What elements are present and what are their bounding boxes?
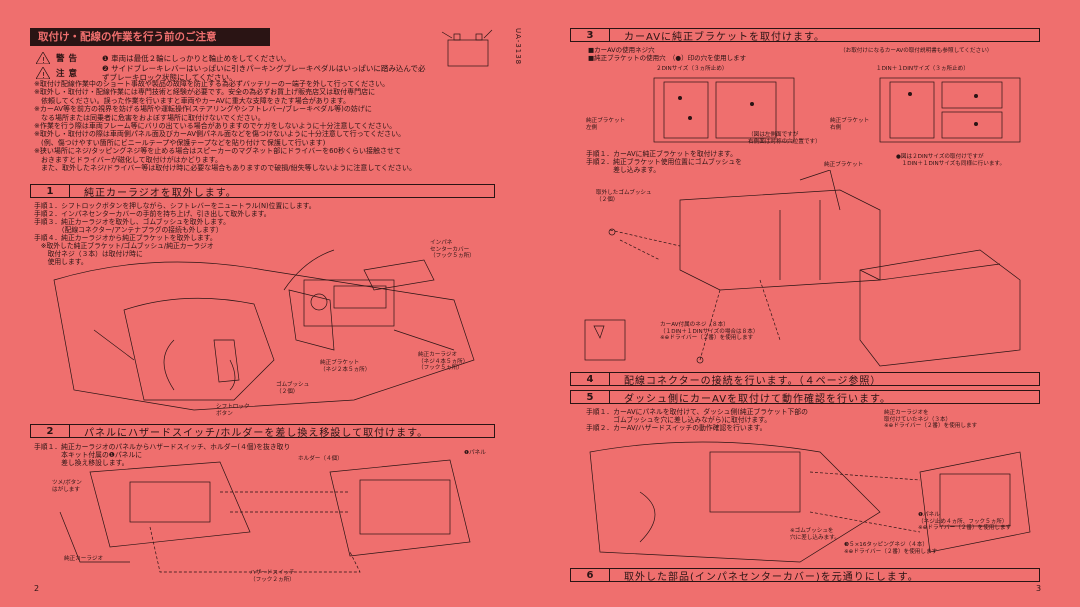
label-shift-lock: シフトロック ボタン — [216, 404, 250, 417]
section-title: ダッシュ側にカーAVを取付けて動作確認を行います。 — [624, 393, 892, 405]
right-page: 3 カーAVに純正ブラケットを取付けます。 ■カーAVの使用ネジ穴 ■純正ブラケ… — [540, 0, 1080, 607]
section-title: 配線コネクターの接続を行います。（４ページ参照） — [624, 375, 882, 387]
section-number: 6 — [571, 569, 610, 581]
step-line: 使用します。 — [34, 258, 88, 266]
precaution-notes: ※取付け配線作業中のショート事故や製品の故障を防止する為必ずバッテリーのー端子を… — [34, 80, 504, 172]
label-tab: ツメ/ボタン はがします — [52, 480, 82, 493]
caution-icon: ! — [36, 67, 50, 79]
page-number-right: 3 — [1036, 584, 1042, 593]
caution-text: ❷ サイドブレーキレバーはいっぱいに引きパーキングブレーキペダルはいっぱいに踏み… — [102, 64, 426, 82]
section-number: 3 — [571, 29, 610, 41]
note-line: ※狭い場所にネジ/タッピングネジ等を止める場合はスピーカーのマグネット部にドライ… — [34, 147, 401, 156]
note-line: ※取付け配線作業中のショート事故や製品の故障を防止する為必ずバッテリーのー端子を… — [34, 80, 390, 88]
caution-row: ! 注意 ❷ サイドブレーキレバーはいっぱいに引きパーキングブレーキペダルはいっ… — [36, 64, 432, 82]
page-number-left: 2 — [34, 584, 40, 593]
note-line: おきますとドライバーが磁化して取付けがはかどります。 — [34, 155, 222, 164]
label-panel: ❶パネル — [464, 450, 486, 456]
section-5-steps: 手順１．カーAVにパネルを取付けて、ダッシュ側(純正ブラケット下部の ゴムブッシ… — [586, 408, 808, 432]
note-line: (例、傷つけやすい箇所にビニールテープや保護テープなどを貼り付けて保護して行いま… — [34, 138, 326, 147]
warning-label: 警告 — [56, 54, 82, 64]
legend: ■カーAVの使用ネジ穴 ■純正ブラケットの使用穴 （●）印の穴を使用します — [588, 46, 747, 62]
section-number: 5 — [571, 391, 610, 403]
section-number: 4 — [571, 373, 610, 385]
label-bush-insert: ※ゴムブッシュを 穴に差し込みます。 — [790, 528, 840, 541]
step-line: （配線コネクター/アンテナプラグの接続も外します） — [34, 226, 223, 234]
note-line: ※取外し・取付け・配線作業には専門技術と経験が必要です。安全の為必ずお買上げ販売… — [34, 88, 376, 97]
label-av-screws: カーAV付属のネジ（８本） （１DIN＋１DINサイズの場合は８本） ※⊕ドライ… — [660, 322, 759, 341]
panel-swap-diagram — [59, 459, 471, 573]
section-6-header: 6 取外した部品(インパネセンターカバー)を元通りにします。 — [570, 568, 1040, 583]
svg-text:!: ! — [42, 71, 45, 79]
precaution-header: 取付け・配線の作業を行う前のご注意 — [30, 28, 270, 46]
bracket-hole-diagram — [653, 77, 1021, 143]
battery-icon — [441, 29, 493, 67]
label-panel-5: ❶パネル （ネジ止め４ヵ所、フック５ヵ所） ※⊕ドライバー（２番）を使用します — [918, 512, 1012, 531]
caution-label: 注意 — [56, 69, 82, 79]
step-line: 取付ネジ（３本）は取付け時に — [34, 250, 143, 258]
note-line: 依頼してください。誤った作業を行いますと車両やカーAVに重大な支障をきたす場合が… — [34, 96, 351, 105]
warning-icon: ! — [36, 52, 50, 64]
legend-note: （お取付けになるカーAVの取付説明書も参照してください） — [840, 48, 993, 54]
note-line: ※作業を行う際は車両フレーム等にバリの出ている場合がありますのでケガをしないよう… — [34, 122, 397, 131]
left-page: 取付け・配線の作業を行う前のご注意 UA-3138 ! 警告 ❶ 車両は最低２輪… — [30, 28, 522, 593]
dashboard-removal-diagram — [53, 249, 475, 411]
section-3-header: 3 カーAVに純正ブラケットを取付けます。 — [570, 28, 1040, 43]
step-line: 手順４．純正カーラジオから純正ブラケットを取外します。 — [34, 234, 217, 242]
section-title: 取外した部品(インパネセンターカバー)を元通りにします。 — [624, 571, 919, 583]
label-2din: ２DINサイズ（３ヵ所止め） — [656, 66, 728, 72]
label-hazard-switch: ハザードスイッチ （フック２ヵ所） — [250, 570, 295, 583]
section-4-header: 4 配線コネクターの接続を行います。（４ページ参照） — [570, 372, 1040, 387]
section-1-header: 1 純正カーラジオを取外します。 — [30, 184, 495, 199]
warning-text: ❶ 車両は最低２輪にしっかりと輪止めをしてください。 — [102, 53, 291, 63]
section-number: 1 — [31, 185, 70, 197]
note-line: また、取外したネジ/ドライバー等は取付け時に必要な場合もありますので破損/紛失等… — [34, 164, 417, 173]
label-side-note: （図は左側面ですが 右側面は対称の穴位置です） — [748, 132, 821, 145]
note-line: ※取外し・取付けの際は車両側パネル面及びカーAV側パネル面などを傷つけないように… — [34, 130, 406, 139]
step-line: 差し換え移設します。 — [34, 459, 129, 467]
label-stock-radio-2: 純正カーラジオ — [64, 556, 104, 562]
section-2-header: 2 パネルにハザードスイッチ/ホルダーを差し換え移設して取付けます。 — [30, 424, 495, 439]
label-center-cover: インパネ センターカバー （フック５ヵ所） — [430, 240, 475, 259]
label-stock-bracket: 純正ブラケット （ネジ２本５ヵ所） — [320, 360, 371, 373]
section-number: 2 — [31, 425, 70, 437]
model-number: UA-3138 — [514, 28, 522, 66]
section-title: カーAVに純正ブラケットを取付けます。 — [624, 31, 826, 43]
note-line: ※カーAV等を前方の視界を妨げる場所や運転操作(ステアリングやシフトレバー/ブレ… — [34, 105, 372, 114]
step-line: 本キット付属の❶パネルに — [34, 451, 143, 459]
label-holder: ホルダー（４個） — [298, 456, 343, 462]
svg-text:!: ! — [42, 56, 45, 64]
section-title: 純正カーラジオを取外します。 — [84, 187, 237, 199]
label-tapping-screws: ❸５×16タッピングネジ（４本） ※⊕ドライバー（２番）を使用します — [844, 542, 938, 555]
step-line: ※取外した純正ブラケット/ゴムブッシュ/純正カーラジオ — [34, 242, 214, 250]
section-5-header: 5 ダッシュ側にカーAVを取付けて動作確認を行います。 — [570, 390, 1040, 405]
step-line: 手順３．純正カーラジオを取外し、ゴムブッシュを取外します。 — [34, 218, 230, 226]
warning-row: ! 警告 ❶ 車両は最低２輪にしっかりと輪止めをしてください。 — [36, 52, 432, 64]
label-bracket-right: 純正ブラケット 右側 — [830, 118, 870, 131]
label-rubber-bush: ゴムブッシュ （２個） — [276, 382, 310, 395]
section-1-steps: 手順１．シフトロックボタンを押しながら、シフトレバーをニュートラル(N)位置にし… — [34, 202, 334, 266]
label-radio-screws: 純正カーラジオを 取付けていたネジ（３本） ※⊕ドライバー（２番）を使用します — [884, 410, 978, 429]
label-stock-radio: 純正カーラジオ （ネジ４本５ヵ所） （フック５ヵ所） — [418, 352, 469, 371]
label-1din-1din: １DIN＋１DINサイズ（３ヵ所止め） — [876, 66, 969, 72]
note-line: なる場所または同乗者に危害をおよぼす場所に取付けないでください。 — [34, 113, 265, 122]
bracket-mount-diagram — [584, 170, 1021, 367]
section-title: パネルにハザードスイッチ/ホルダーを差し換え移設して取付けます。 — [84, 427, 429, 439]
dash-install-diagram — [589, 441, 1031, 563]
label-stock-bracket-3: 純正ブラケット — [824, 162, 864, 168]
label-bracket-left: 純正ブラケット 左側 — [586, 118, 626, 131]
section-2-steps: 手順１．純正カーラジオのパネルからハザードスイッチ、ホルダー(４個)を抜き取り … — [34, 443, 374, 467]
step-line: 手順２．インパネセンターカバーの手前を持ち上げ、引き出して取外します。 — [34, 210, 271, 218]
section-3-steps: 手順１．カーAVに純正ブラケットを取付けます。 手順２．純正ブラケット使用位置に… — [586, 150, 742, 174]
step-line: 手順１．シフトロックボタンを押しながら、シフトレバーをニュートラル(N)位置にし… — [34, 202, 316, 210]
din-note: ●図は２DINサイズの取付けですが １DIN＋１DINサイズも同様に行います。 — [896, 154, 1006, 167]
step-line: 手順１．純正カーラジオのパネルからハザードスイッチ、ホルダー(４個)を抜き取り — [34, 443, 291, 451]
label-removed-bush: 取外したゴムブッシュ （２個） — [596, 190, 652, 203]
